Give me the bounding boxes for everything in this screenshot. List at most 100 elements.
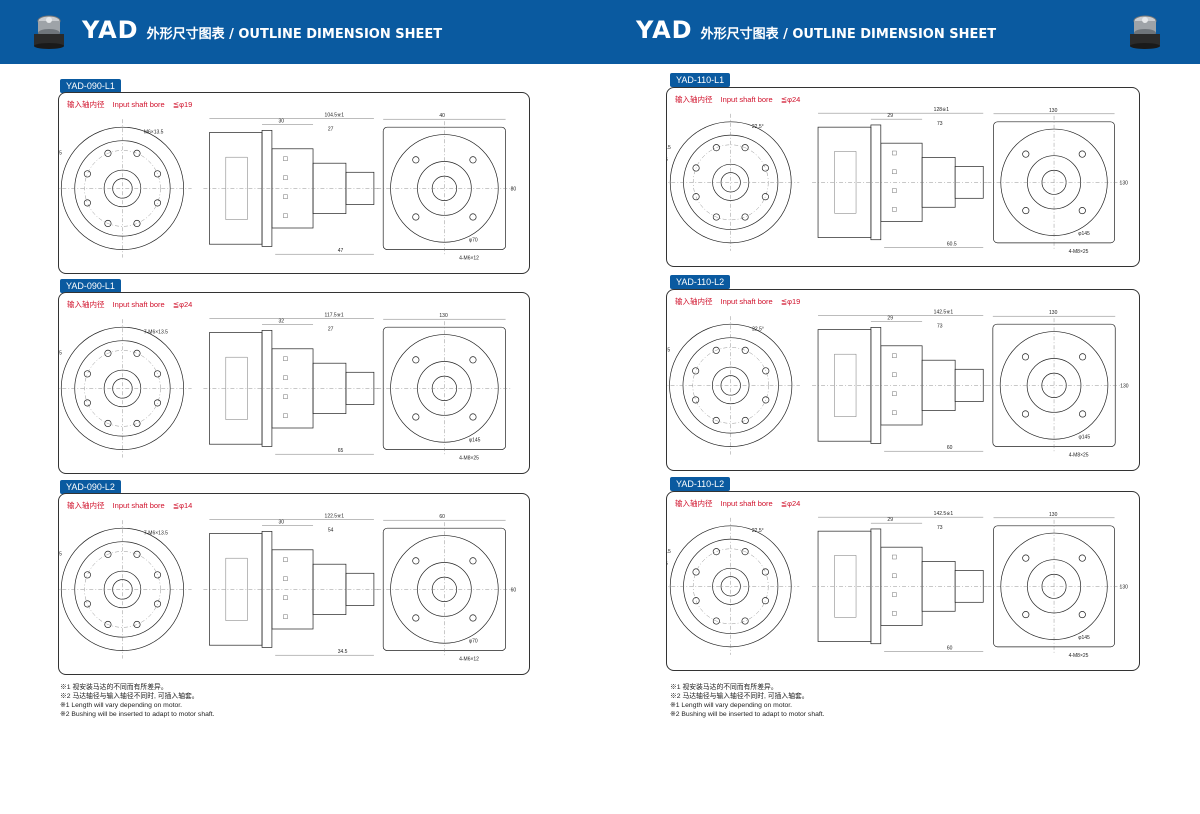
adapter-bore [225,557,248,621]
mount-hole [412,356,420,364]
drawing-panel: 输入轴内径 Input shaft bore ≦φ19 8-φ5.5φ109M6… [58,92,530,274]
fastener [283,156,288,161]
drawing-panel: 输入轴内径 Input shaft bore ≦φ19 8-φ6.5φ13522… [666,289,1140,471]
fastener [283,595,288,600]
front-view-outer [60,126,185,250]
dimension-label: 60 [947,445,953,451]
bolt-hole [153,571,162,579]
bolt-hole [133,349,141,357]
dimension-label: 29 [887,316,893,322]
dimension-label: 60 [511,587,517,593]
model-tab: YAD-110-L2 [670,477,731,491]
mount-hole [1079,353,1087,361]
bolt-hole [133,550,141,558]
dimension-label: 4-M8×25 [1069,653,1089,659]
dimension-label: 60 [439,514,445,520]
bore-value: ≦φ24 [780,95,801,104]
technical-drawing: 8-φ5.5φ1097-M6×13.5122.5※1305434.56060φ7… [59,514,517,663]
note-line: ※1 Length will vary depending on motor. [670,702,793,709]
fastener [283,413,288,418]
dimension-label: 122.5※1 [325,514,345,520]
output-shaft [345,171,375,205]
technical-drawing: 8-φ5.5φ109M6×13.5104.5※13027474080φ704-M… [59,113,517,262]
mount-hole [1022,150,1030,158]
technical-drawing: 8-φ6.5φ13522.5°142.5※1297360130130φ1454-… [667,310,1129,459]
dimension-label: 142.5※1 [934,310,954,316]
bolt-hole [83,571,91,579]
fastener [283,194,288,199]
dimension-label: 27 [328,327,334,333]
dimension-label: 22.5° [752,326,764,332]
drawing-panel: 输入轴内径 Input shaft bore ≦φ24 8-φ6.5φ13522… [666,491,1140,671]
bolt-hole [153,199,162,207]
note-line: ※2 马达轴径与输入轴径不同时, 可插入轴套。 [670,693,809,700]
bolt-hole [762,396,770,404]
input-bore-label: 输入轴内径 Input shaft bore ≦φ14 [67,500,192,511]
mount-hole [412,557,420,565]
technical-drawing: 8-φ6.5φ13522.5°128※1297360.5130130φ1454-… [667,107,1128,255]
bolt-hole [692,396,700,404]
mount-hole [1022,611,1030,619]
rear-bore [417,161,472,216]
bolt-hole [133,620,141,629]
dimension-label: φ70 [469,639,478,645]
label-cn: 输入轴内径 [67,300,105,309]
label-en: Input shaft bore [720,95,773,104]
dimension-label: 8-φ6.5 [667,549,671,555]
bore-value: ≦φ24 [172,300,193,309]
bolt-hole [762,367,770,375]
fastener [892,592,897,597]
bolt-hole [712,346,720,354]
dimension-label: 80 [511,186,517,192]
label-cn: 输入轴内径 [67,501,105,510]
bolt-hole [761,193,769,201]
note-line: ※2 Bushing will be inserted to adapt to … [670,711,825,718]
bolt-hole [741,213,749,221]
bolt-hole [712,416,720,425]
fastener [283,375,288,380]
dimension-label: 142.5※1 [934,511,954,517]
fastener [892,410,897,415]
brand-name: YAD [636,16,693,44]
page-header: YAD 外形尺寸图表 / OUTLINE DIMENSION SHEET YAD… [0,0,1200,64]
output-shaft [345,572,375,606]
fastener [283,356,288,361]
dimension-label: 73 [937,525,943,531]
adapter-bore [834,555,857,618]
mount-hole [412,156,420,164]
note-line: ※1 视安装马达的不同而有所差异。 [60,684,168,691]
dimension-label: 54 [328,528,334,534]
dimension-label: 30 [278,119,284,125]
bolt-hole [133,149,141,157]
bore-value: ≦φ19 [780,297,801,306]
dimension-label: 130 [439,313,448,319]
model-tab: YAD-090-L1 [60,79,121,93]
rear-bore [1026,358,1082,413]
dimension-label: 130 [1120,584,1129,590]
bolt-hole [104,219,112,228]
rear-circle [999,331,1109,440]
fastener [892,391,897,396]
bolt-hole [104,349,112,357]
dimension-label: 30 [278,520,284,526]
mount-hole [469,356,477,364]
bolt-hole [741,346,749,354]
product-logo-right [1126,12,1164,52]
bore-value: ≦φ14 [172,501,193,510]
pcd-circle [692,347,769,424]
bolt-hole [741,416,749,425]
bolt-hole [692,193,700,201]
mount-hole [412,614,420,622]
dimension-label: 40 [439,113,445,119]
label-cn: 输入轴内径 [675,499,713,508]
mount-hole [412,413,420,421]
brand-name: YAD [82,16,139,44]
bolt-hole [133,219,141,228]
fastener [283,213,288,218]
dimension-label: φ145 [1078,231,1090,237]
input-bore-label: 输入轴内径 Input shaft bore ≦φ24 [675,498,800,509]
bolt-hole [133,419,141,428]
fastener [283,576,288,581]
pcd-circle [84,350,161,427]
mount-hole [1078,611,1086,619]
